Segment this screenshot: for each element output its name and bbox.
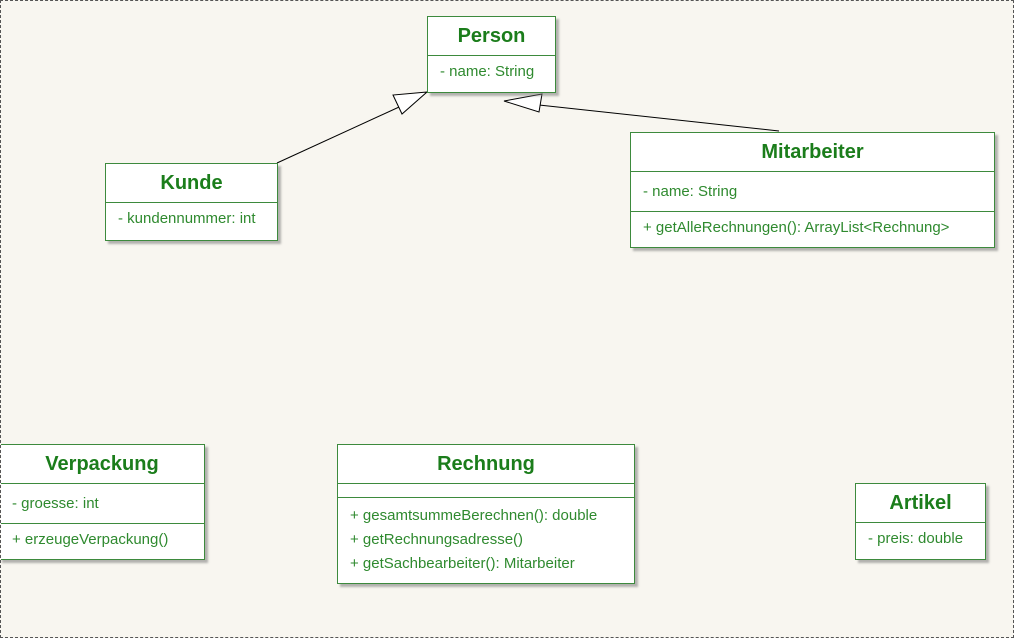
attribute: - name: String	[440, 63, 535, 80]
attributes-section: - preis: double	[856, 523, 985, 554]
class-artikel[interactable]: Artikel - preis: double	[855, 483, 986, 560]
operations-section: + getAlleRechnungen(): ArrayList<Rechnun…	[631, 212, 994, 243]
operation: + gesamtsummeBerechnen(): double	[350, 507, 598, 524]
operation: + getSachbearbeiter(): Mitarbeiter	[350, 555, 575, 572]
attribute: - groesse: int	[12, 495, 99, 512]
operation: + erzeugeVerpackung()	[12, 531, 169, 548]
generalization-line	[538, 104, 780, 132]
class-name: Verpackung	[1, 445, 204, 484]
class-kunde[interactable]: Kunde - kundennummer: int	[105, 163, 278, 241]
class-name: Person	[428, 17, 555, 56]
attributes-section	[338, 484, 634, 498]
generalization-line	[276, 101, 411, 164]
attributes-section: - groesse: int	[1, 484, 204, 524]
generalization-arrowhead	[503, 93, 543, 113]
class-name: Mitarbeiter	[631, 133, 994, 172]
attribute: - name: String	[643, 183, 738, 200]
operation: + getRechnungsadresse()	[350, 531, 524, 548]
operations-section: + erzeugeVerpackung()	[1, 524, 204, 555]
class-name: Rechnung	[338, 445, 634, 484]
class-verpackung[interactable]: Verpackung - groesse: int + erzeugeVerpa…	[1, 444, 205, 560]
operation: + getAlleRechnungen(): ArrayList<Rechnun…	[643, 219, 950, 236]
generalization-arrowhead	[392, 91, 429, 115]
class-rechnung[interactable]: Rechnung + gesamtsummeBerechnen(): doubl…	[337, 444, 635, 584]
class-name: Kunde	[106, 164, 277, 203]
attributes-section: - kundennummer: int	[106, 203, 277, 234]
class-person[interactable]: Person - name: String	[427, 16, 556, 93]
attributes-section: - name: String	[631, 172, 994, 212]
attribute: - kundennummer: int	[118, 210, 256, 227]
class-name: Artikel	[856, 484, 985, 523]
generalization-mitarbeiter-person[interactable]	[503, 93, 780, 132]
attributes-section: - name: String	[428, 56, 555, 87]
class-mitarbeiter[interactable]: Mitarbeiter - name: String + getAlleRech…	[630, 132, 995, 248]
operations-section: + gesamtsummeBerechnen(): double + getRe…	[338, 498, 634, 580]
attribute: - preis: double	[868, 530, 964, 547]
generalization-kunde-person[interactable]	[276, 91, 429, 164]
